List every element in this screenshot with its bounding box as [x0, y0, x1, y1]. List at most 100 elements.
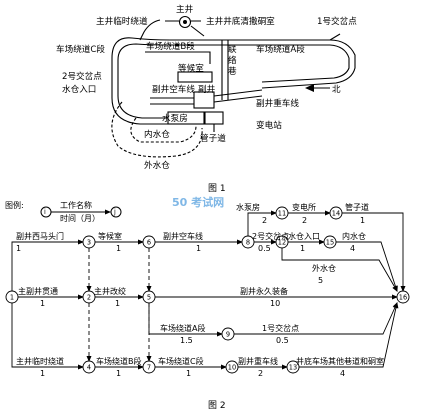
activity-time-a11_14: 2	[302, 216, 307, 225]
b-section-track	[145, 51, 211, 64]
node-12	[275, 235, 289, 249]
activity-name-a15_16: 内水仓	[342, 231, 366, 241]
node-label-14: 14	[332, 209, 340, 217]
legend-node-j	[110, 206, 122, 218]
activity-arrow-a1_3	[11, 239, 84, 291]
activity-time-a1_3: 1	[16, 244, 21, 253]
node-10	[225, 360, 239, 374]
activity-name-a1_3: 副井西马头门	[16, 231, 64, 241]
node-label-8: 8	[246, 238, 250, 246]
label-connection-road: 联络巷	[228, 44, 237, 77]
activity-arrow-a8_11	[247, 210, 277, 236]
activity-arrow-a14_16	[342, 212, 406, 292]
node-label-4: 4	[87, 363, 91, 371]
activity-time-a14_16: 1	[360, 216, 365, 225]
node-9	[221, 327, 235, 341]
node-label-1: 1	[10, 293, 14, 301]
waiting-room-block	[177, 71, 213, 83]
activity-name-a13_16: 井底车场其他巷道和硐室	[296, 356, 384, 366]
figure-1-mine-layout: 主井 主井临时绕道 主井井底清撒硐室 1号交岔点 车场绕道B段 车场绕道C段 车…	[56, 3, 357, 194]
activity-name-a5_9: 车场绕道A段	[160, 323, 205, 333]
cleaning-chamber-line	[190, 25, 205, 37]
activity-time-a10_13: 2	[258, 369, 263, 378]
activity-name-a2_5: 主井改绞	[94, 286, 126, 296]
node-label-3: 3	[87, 238, 91, 246]
label-pipe-road: 管子道	[200, 132, 226, 144]
node-label-12: 12	[278, 238, 286, 246]
pump-room-block	[167, 111, 205, 125]
activity-time-a4_7: 1	[116, 369, 121, 378]
node-1	[5, 290, 19, 304]
node-label-9: 9	[226, 330, 230, 338]
activity-name-a3_6: 等候室	[98, 231, 122, 241]
node-8	[241, 235, 255, 249]
north-arrow-head	[305, 84, 314, 92]
activity-name-a4_7: 车场绕道B段	[96, 356, 142, 366]
node-label-11: 11	[278, 209, 286, 217]
activity-time-a3_6: 1	[116, 244, 121, 253]
label-main-cleaning-chamber: 主井井底清撒硐室	[206, 15, 275, 27]
label-north: 北	[332, 84, 341, 95]
aux-heavy-track	[213, 89, 263, 103]
activity-name-a1_2: 主副井贯通	[18, 286, 58, 296]
legend-title: 图例:	[5, 200, 24, 210]
label-aux-shaft: 副井	[198, 83, 216, 95]
temporary-bypass-track	[139, 19, 161, 41]
outer-loop-track-inner	[117, 43, 238, 119]
junction-1-line	[329, 33, 341, 41]
label-junction-1: 1号交岔点	[317, 15, 357, 27]
node-14	[329, 206, 343, 220]
node-label-13: 13	[289, 363, 297, 371]
activity-time-a2_5: 1	[115, 299, 120, 308]
activity-name-a8_12: 2号交岔点	[252, 231, 289, 241]
activity-time-a5_16: 10	[270, 299, 280, 308]
activity-arrow-a1_4	[11, 303, 84, 370]
node-2	[82, 290, 96, 304]
activity-time-a13_16: 4	[340, 369, 345, 378]
node-16	[396, 290, 410, 304]
outer-loop-track	[111, 37, 238, 125]
legend-i: i	[44, 208, 46, 216]
legend-time: 时间（月）	[60, 213, 100, 223]
activity-time-a1_4: 1	[40, 369, 45, 378]
node-label-2: 2	[87, 293, 91, 301]
label-sump-entrance: 水仓入口	[62, 83, 96, 95]
legend-node-i	[40, 206, 52, 218]
activity-time-a1_2: 1	[40, 299, 45, 308]
label-substation: 变电站	[256, 119, 282, 131]
aux-empty-track	[150, 97, 194, 105]
label-junction-2: 2号交岔点	[62, 70, 102, 82]
label-main-temp-bypass: 主井临时绕道	[96, 15, 148, 27]
auxiliary-shaft	[193, 91, 215, 109]
node-label-6: 6	[147, 238, 151, 246]
node-15	[323, 235, 337, 249]
label-pump-room: 水泵房	[162, 112, 188, 124]
activity-name-a12_15: 水仓入口	[288, 231, 320, 241]
legend-name: 工作名称	[60, 200, 92, 210]
node-4	[82, 360, 96, 374]
node-label-10: 10	[228, 363, 236, 371]
activity-time-a9_16: 0.5	[276, 336, 289, 345]
node-6	[142, 235, 156, 249]
activity-arrow-a13_16	[299, 302, 399, 368]
activity-name-a8_11: 水泵房	[236, 202, 260, 212]
activity-name-a6_8: 副井空车线	[163, 231, 203, 241]
activity-name-a1_4: 主井临时绕道	[16, 356, 64, 366]
track-a-upper	[238, 39, 356, 89]
activity-time-a8_12: 0.5	[258, 244, 271, 253]
node-label-15: 15	[326, 238, 334, 246]
outer-sump	[111, 101, 203, 158]
activity-arrow-a12_16	[281, 248, 398, 292]
label-main-shaft: 主井	[176, 3, 194, 15]
watermark: 50 考试网	[172, 196, 224, 209]
activity-name-a9_16: 1号交岔点	[262, 323, 299, 333]
node-label-16: 16	[399, 293, 407, 301]
connection-roadway	[221, 40, 229, 100]
activity-time-a8_11: 2	[262, 216, 267, 225]
label-yard-b: 车场绕道B段	[146, 40, 195, 52]
activity-name-a5_16: 副井永久装备	[240, 286, 288, 296]
activity-arrow-a9_16	[234, 302, 398, 335]
activity-name-a10_13: 副井重车线	[238, 356, 278, 366]
node-3	[82, 235, 96, 249]
